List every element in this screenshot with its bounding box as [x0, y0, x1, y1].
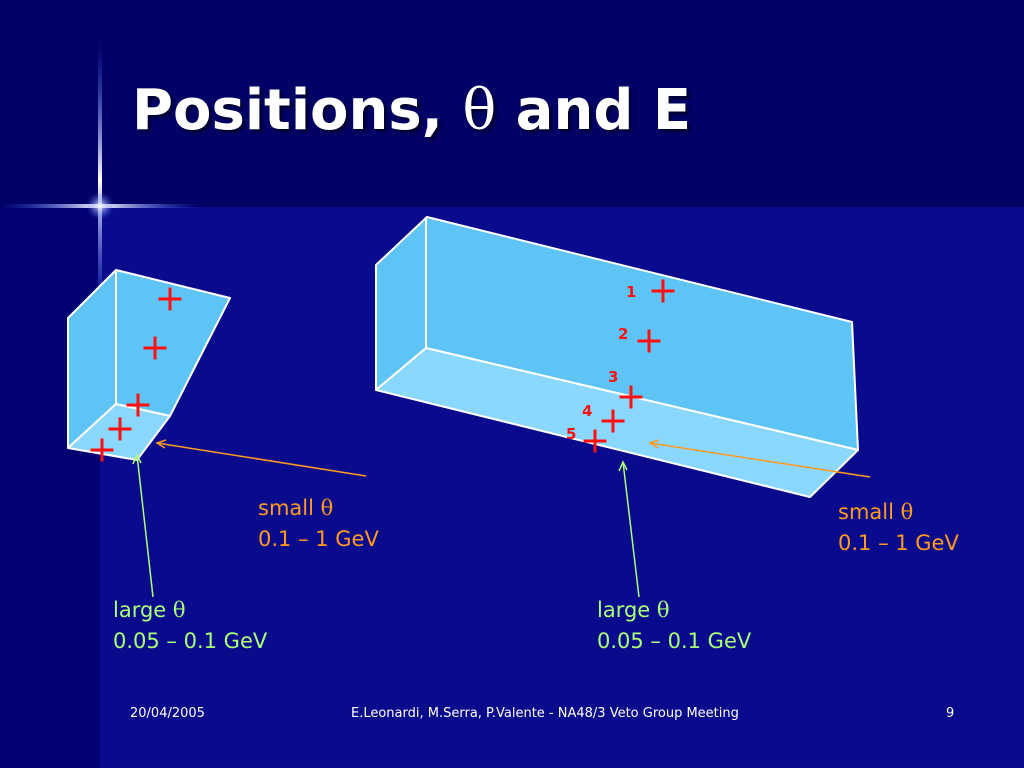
energy-range: 0.05 – 0.1 GeV — [597, 629, 752, 653]
right-large-theta-label: large θ 0.05 – 0.1 GeV — [597, 595, 751, 657]
cross-marker-icon — [637, 329, 661, 353]
cross-marker-icon — [583, 429, 607, 453]
marker-label-1: 1 — [626, 283, 636, 301]
footer-meeting: E.Leonardi, M.Serra, P.Valente - NA48/3 … — [351, 706, 739, 721]
right-small-theta-label: small θ 0.1 – 1 GeV — [838, 497, 959, 559]
theta-symbol: θ — [900, 500, 914, 524]
label-word: large — [597, 598, 651, 622]
left-block-markers — [90, 287, 182, 462]
title-prefix: Positions, — [132, 78, 463, 143]
left-small-theta-label: small θ 0.1 – 1 GeV — [258, 493, 379, 555]
header-band — [0, 0, 1024, 207]
title-theta-symbol: θ — [462, 78, 497, 143]
cross-marker-icon — [143, 336, 167, 360]
left-small-arrow — [155, 439, 367, 477]
left-crystal-block — [67, 269, 231, 461]
footer-date: 20/04/2005 — [130, 706, 205, 721]
right-crystal-block — [375, 216, 859, 498]
cross-marker-icon — [651, 279, 675, 303]
title-suffix: and E — [496, 78, 692, 143]
marker-label-2: 2 — [618, 325, 628, 343]
right-block-markers — [583, 279, 675, 453]
marker-label-5: 5 — [566, 425, 576, 443]
label-word: large — [113, 598, 167, 622]
marker-number-labels: 1 2 3 4 5 — [566, 283, 636, 443]
cross-marker-icon — [619, 385, 643, 409]
right-small-arrow — [648, 439, 871, 478]
label-word: small — [258, 496, 314, 520]
energy-range: 0.05 – 0.1 GeV — [113, 629, 268, 653]
annotation-arrows — [132, 439, 871, 598]
footer-page-number: 9 — [946, 706, 955, 721]
energy-range: 0.1 – 1 GeV — [838, 531, 959, 555]
energy-range: 0.1 – 1 GeV — [258, 527, 379, 551]
right-large-arrow — [618, 460, 640, 598]
theta-symbol: θ — [656, 598, 670, 622]
cross-marker-icon — [158, 287, 182, 311]
cross-marker-icon — [601, 409, 625, 433]
star-flare-decoration — [0, 40, 200, 320]
theta-symbol: θ — [320, 496, 334, 520]
marker-label-3: 3 — [608, 368, 618, 386]
left-large-arrow — [132, 453, 154, 598]
theta-symbol: θ — [172, 598, 186, 622]
left-large-theta-label: large θ 0.05 – 0.1 GeV — [113, 595, 267, 657]
slide-title: Positions, θ and E — [132, 78, 691, 143]
cross-marker-icon — [90, 438, 114, 462]
left-band — [0, 207, 100, 768]
cross-marker-icon — [126, 393, 150, 417]
marker-label-4: 4 — [582, 402, 592, 420]
cross-marker-icon — [108, 417, 132, 441]
label-word: small — [838, 500, 894, 524]
